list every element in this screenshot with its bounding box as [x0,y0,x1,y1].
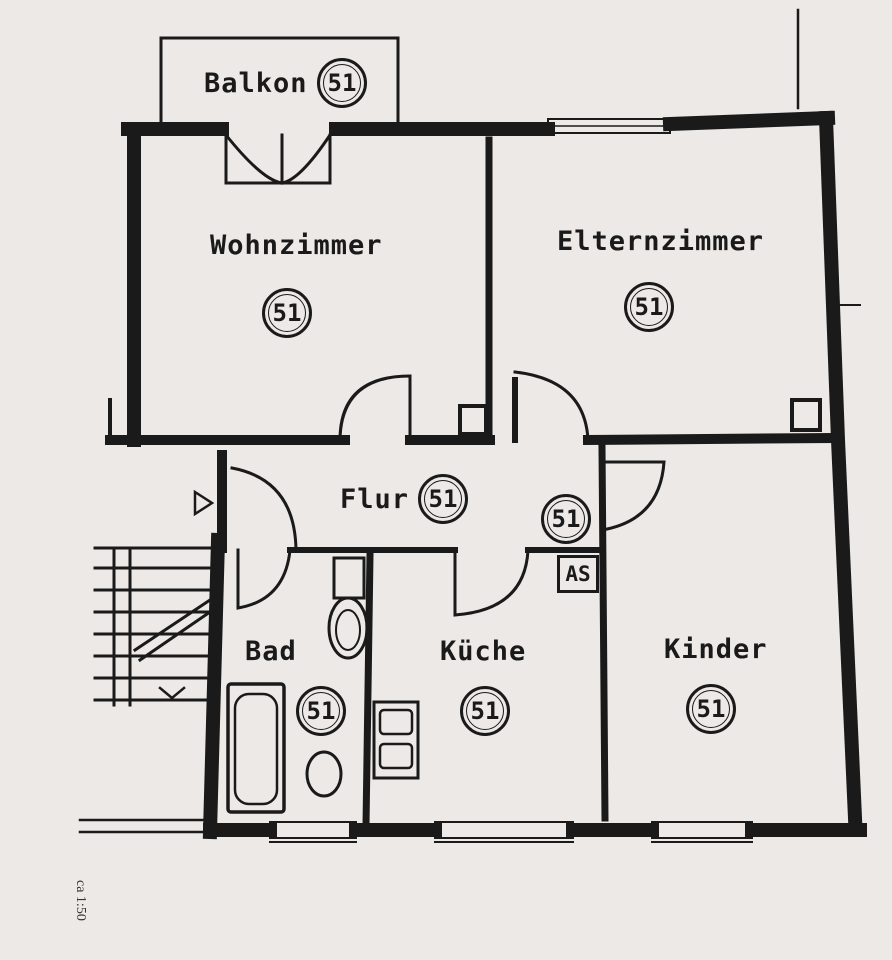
room-number-flur-secondary: 51 [541,494,591,544]
door-kinder [600,460,666,532]
wall-right [818,110,863,826]
toilet-bowl [327,596,369,660]
shaft-wohn [458,404,488,436]
room-label-kinder: Kinder [664,634,768,665]
entrance-arrow-icon [193,489,215,517]
room-number-kueche: 51 [460,686,510,736]
wall-kueche-kinder [598,444,609,822]
stairs-arrow-icon [158,686,186,700]
door-elternzimmer [513,370,590,442]
bathtub-inner [233,692,279,806]
room-label-bad: Bad [245,636,297,667]
room-number-balkon: 51 [317,58,367,108]
shaft-label-as: AS [557,555,599,593]
room-label-kueche: Küche [440,636,527,667]
exterior-line-left [78,818,207,834]
staircase [93,546,213,707]
room-label-balkon: Balkon [204,68,308,99]
room-number-flur: 51 [418,474,468,524]
room-number-bad: 51 [296,686,346,736]
window-bad [269,821,357,839]
room-number-elternzimmer: 51 [624,282,674,332]
shaft-eltern [790,398,822,432]
stove [372,700,420,780]
room-label-wohnzimmer: Wohnzimmer [210,230,383,261]
door-entrance [230,466,298,552]
door-kueche [453,548,530,617]
wall-bad-kueche [362,551,374,829]
room-label-flur: Flur [340,484,410,515]
window-kueche [434,821,574,839]
toilet-tank [332,556,366,600]
scale-note: ca 1:50 [73,880,88,921]
door-bad [236,548,292,610]
bathtub [226,682,286,814]
room-number-kinder: 51 [686,684,736,734]
wall-top-far-right [662,110,836,132]
window-kinder [651,821,753,839]
wall-eltern-kinder [582,432,836,446]
balcony-door [223,132,333,185]
balcony-outline [159,36,400,123]
wall-left-lower [202,532,226,840]
washbasin [305,750,343,798]
room-label-elternzimmer: Elternzimmer [557,226,765,257]
door-wohnzimmer [338,374,412,442]
room-number-wohnzimmer: 51 [262,288,312,338]
